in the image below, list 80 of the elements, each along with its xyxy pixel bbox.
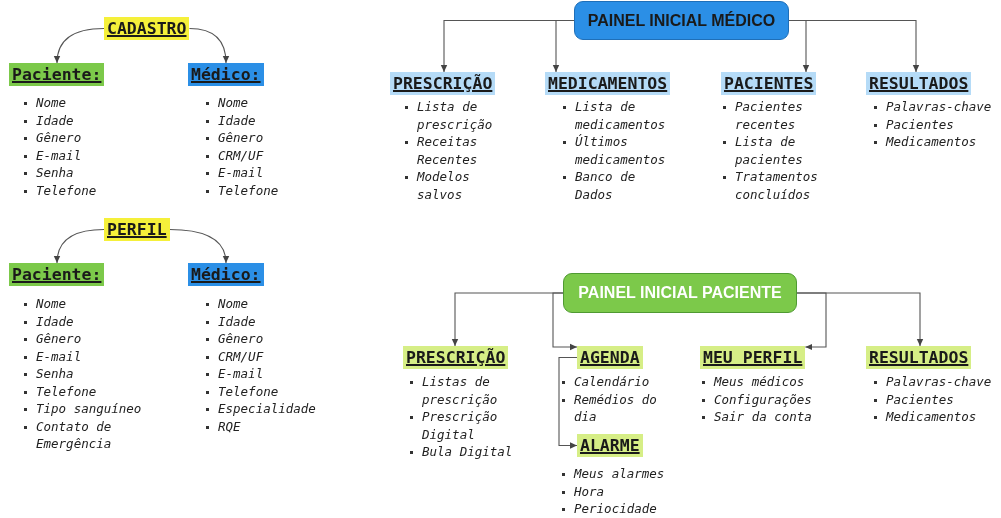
arrow (188, 27, 229, 64)
section-heading: MEDICAMENTOS (545, 72, 671, 95)
list-item: E-mail (36, 146, 83, 164)
section-heading: ALARME (577, 434, 643, 457)
list-item: Telefone (36, 181, 98, 199)
list-item: Medicamentos (886, 408, 978, 426)
list-item: Meus alarmes (574, 465, 665, 483)
list-item: Idade (36, 312, 75, 330)
list-item: Nome (36, 295, 68, 313)
arrow (796, 292, 924, 347)
section-heading: Paciente: (9, 263, 105, 286)
list-item: Listas de prescrição (422, 373, 499, 408)
arrow (552, 19, 575, 73)
list-item: Palavras-chave (886, 373, 992, 391)
list-item: Lista de prescrição (417, 98, 494, 133)
list-item: Pacientes (886, 115, 955, 133)
list-item: Palavras-chave (886, 98, 992, 116)
section-heading: CADASTRO (104, 17, 190, 40)
list-item: Configurações (714, 390, 812, 408)
list-item: Telefone (218, 382, 280, 400)
arrow (788, 19, 920, 73)
dashboard-box: PAINEL INICIAL PACIENTE (563, 273, 797, 313)
list-item: Idade (36, 111, 75, 129)
list-item: Lista de medicamentos (575, 98, 666, 133)
list-item: Gênero (36, 330, 83, 348)
list-item: Últimos medicamentos (575, 133, 666, 168)
list-item: Remédios do dia (574, 390, 657, 426)
section-heading: Médico: (188, 63, 264, 86)
section-heading: Médico: (188, 263, 264, 286)
arrow (552, 292, 578, 351)
section-heading: RESULTADOS (866, 346, 972, 369)
list-item: Medicamentos (886, 133, 978, 151)
list-item: Banco de Dados (575, 168, 637, 203)
list-item: Especialidade (218, 400, 317, 418)
list-item: Modelos salvos (417, 168, 471, 203)
list-item: Periocidade (574, 500, 658, 518)
section-heading: PRESCRIÇÃO (390, 72, 496, 95)
list-item: E-mail (218, 365, 265, 383)
list-item: Nome (218, 295, 250, 313)
list-item: Senha (36, 164, 75, 182)
list-item: Tratamentos concluídos (735, 168, 818, 203)
list-item: Lista de pacientes (735, 133, 804, 168)
list-item: Nome (36, 94, 68, 112)
list-item: E-mail (36, 347, 83, 365)
list-item: Telefone (36, 382, 98, 400)
arrow (54, 228, 105, 264)
list-item: Gênero (218, 129, 265, 147)
list-item: E-mail (218, 164, 265, 182)
list-item: Bula Digital (422, 443, 513, 461)
list-item: Pacientes (886, 390, 955, 408)
arrow (169, 228, 229, 264)
dashboard-box: PAINEL INICIAL MÉDICO (574, 1, 789, 40)
list-item: Idade (218, 111, 257, 129)
arrow (54, 27, 105, 64)
list-item: Senha (36, 365, 75, 383)
section-heading: MEU PERFIL (700, 346, 806, 369)
arrow (558, 356, 578, 449)
list-item: Tipo sanguíneo (36, 400, 142, 418)
list-item: CRM/UF (218, 347, 265, 365)
list-item: Nome (218, 94, 250, 112)
list-item: Meus médicos (714, 373, 806, 391)
section-heading: Paciente: (9, 63, 105, 86)
list-item: Gênero (218, 330, 265, 348)
list-item: Contato de Emergência (36, 417, 113, 453)
list-item: Idade (218, 312, 257, 330)
section-heading: PACIENTES (721, 72, 817, 95)
list-item: Calendário (574, 373, 651, 391)
section-heading: PRESCRIÇÃO (403, 346, 509, 369)
list-item: Gênero (36, 129, 83, 147)
list-item: Telefone (218, 181, 280, 199)
section-heading: AGENDA (577, 346, 643, 369)
list-item: Pacientes recentes (735, 98, 804, 133)
section-heading: RESULTADOS (866, 72, 972, 95)
list-item: Hora (574, 482, 606, 500)
section-heading: PERFIL (104, 218, 170, 241)
list-item: Receitas Recentes (417, 133, 479, 168)
list-item: Prescrição Digital (422, 408, 499, 443)
list-item: CRM/UF (218, 146, 265, 164)
list-item: Sair da conta (714, 408, 812, 426)
list-item: RQE (218, 417, 242, 435)
